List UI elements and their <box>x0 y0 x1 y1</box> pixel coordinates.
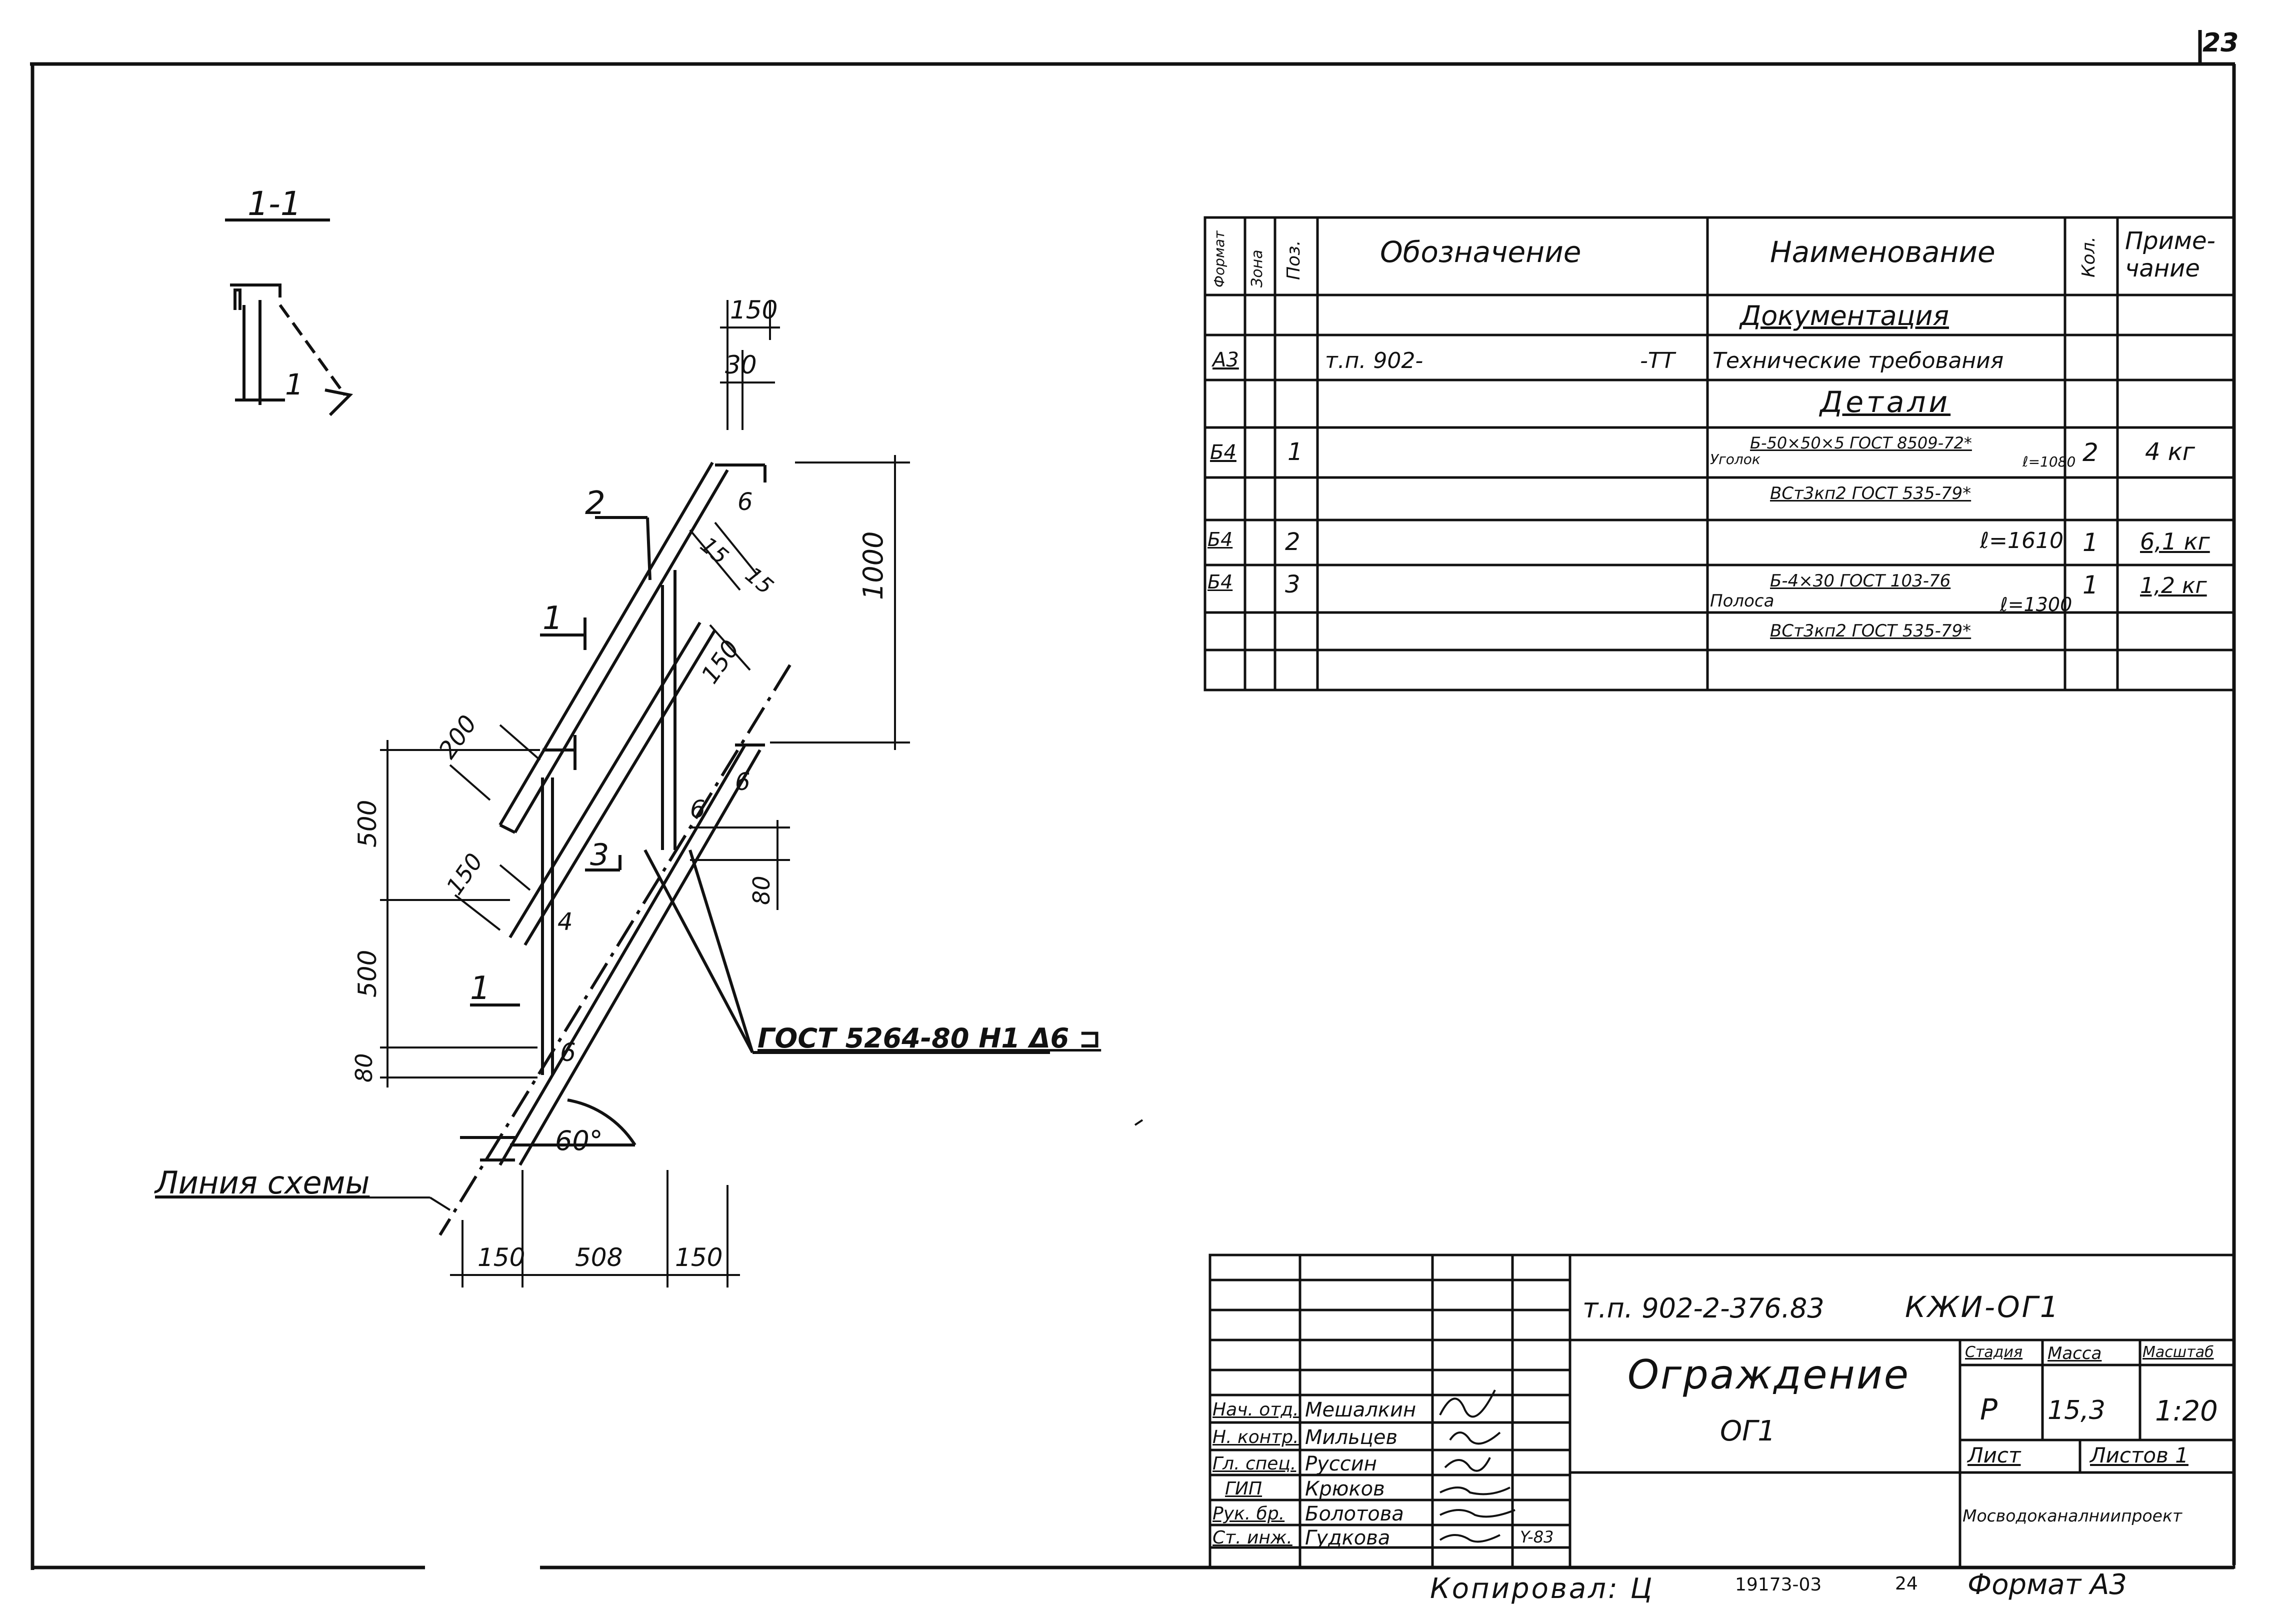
header-note: Приме- чание <box>2125 227 2216 283</box>
staff-name-6: Гудкова <box>1305 1526 1390 1550</box>
page-number: 24 <box>1895 1574 1918 1594</box>
row1-name-c: ℓ=1080 <box>2022 454 2076 470</box>
dim-150-bottom-left: 150 <box>478 1243 526 1272</box>
staff-name-3: Руссин <box>1305 1452 1377 1476</box>
row-a3-name: Технические требования <box>1712 348 2004 374</box>
staff-role-5: Рук. бр. <box>1212 1504 1285 1524</box>
row3-note: 1,2 кг <box>2140 573 2207 598</box>
drawing-title: Ограждение <box>1628 1352 1910 1398</box>
title-block-grid <box>1208 1254 2236 1569</box>
weld-mark-post: 6 <box>690 796 706 824</box>
sheets-label: Листов 1 <box>2090 1443 2188 1468</box>
header-name: Наименование <box>1770 235 1996 269</box>
scheme-line-label: Линия схемы <box>155 1164 370 1201</box>
section-details: Детали <box>1820 385 1951 419</box>
staff-name-5: Болотова <box>1305 1502 1404 1526</box>
row1-name-d: ВСт3кп2 ГОСТ 535-79* <box>1770 484 1972 504</box>
row2-pos: 2 <box>1285 528 1300 556</box>
dim-150-top: 150 <box>730 296 778 324</box>
staff-name-2: Мильцев <box>1305 1426 1398 1449</box>
row3-name-c: ℓ=1300 <box>2000 594 2072 616</box>
position-label-3: 3 <box>590 838 610 872</box>
railing-drawing <box>438 462 1050 1236</box>
row3-name-b: Б-4×30 ГОСТ 103-76 <box>1770 571 1951 591</box>
spec-table-grid <box>1204 216 2236 692</box>
stage-value: Р <box>1980 1392 1998 1426</box>
section-icon <box>225 218 354 416</box>
mass-label: Масса <box>2048 1344 2102 1364</box>
row1-note: 4 кг <box>2145 438 2196 466</box>
row1-qty: 2 <box>2082 438 2098 467</box>
weld-mark-stringer: 6 <box>735 768 750 796</box>
organization: Мосводоканалниипроект <box>1962 1506 2182 1526</box>
section-documentation: Документация <box>1740 300 1949 332</box>
row-a3-format: А3 <box>1212 348 1239 372</box>
staff-name-1: Мешалкин <box>1305 1398 1416 1422</box>
section-label: 1-1 <box>248 184 302 223</box>
staff-role-2: Н. контр. <box>1212 1427 1299 1448</box>
scale-label: Масштаб <box>2142 1344 2214 1361</box>
date-value: Y-83 <box>1520 1528 1554 1546</box>
weld-mark-bottom: 6 <box>560 1038 576 1067</box>
dim-508: 508 <box>575 1243 623 1272</box>
paper-format: Формат А3 <box>1968 1568 2127 1601</box>
position-label-1-top: 1 <box>542 600 563 637</box>
drawing-subtitle: ОГ1 <box>1720 1415 1776 1448</box>
row-a3-designation-suffix: -ТТ <box>1640 348 1675 374</box>
sheet-number: 23 <box>2202 28 2239 58</box>
sheet-label: Лист <box>1968 1443 2021 1468</box>
row3-name-a: Полоса <box>1710 591 1774 611</box>
row-a3-designation: т.п. 902- <box>1325 348 1424 374</box>
row3-pos: 3 <box>1285 570 1300 598</box>
row3-format: Б4 <box>1208 571 1233 593</box>
archive-number: 19173-03 <box>1735 1574 1822 1595</box>
section-icon-mark: 1 <box>285 368 304 402</box>
row2-name: ℓ=1610 <box>1980 528 2064 554</box>
row2-format: Б4 <box>1208 528 1233 550</box>
scale-value: 1:20 <box>2155 1395 2218 1428</box>
row2-note: 6,1 кг <box>2140 528 2210 555</box>
staff-role-1: Нач. отд. <box>1212 1400 1299 1420</box>
row2-qty: 1 <box>2082 528 2098 557</box>
staff-role-3: Гл. спец. <box>1212 1454 1296 1474</box>
mass-value: 15,3 <box>2048 1396 2106 1426</box>
row1-pos: 1 <box>1288 438 1303 466</box>
position-label-1-bottom: 1 <box>470 970 490 1007</box>
angle-label: 60° <box>555 1125 603 1156</box>
row3-qty: 1 <box>2082 570 2098 600</box>
staff-name-4: Крюков <box>1305 1478 1385 1500</box>
weld-note: ГОСТ 5264-80 Н1 Δ6 ⊐ <box>758 1022 1102 1054</box>
header-designation: Обозначение <box>1380 235 1582 269</box>
weld-mark-top: 6 <box>738 488 753 516</box>
staff-role-6: Ст. инж. <box>1212 1528 1292 1548</box>
staff-role-4: ГИП <box>1225 1478 1262 1499</box>
project-code: т.п. 902-2-376.83 <box>1582 1292 1824 1324</box>
row1-name-a: Уголок <box>1710 451 1760 468</box>
position-label-2: 2 <box>585 485 606 522</box>
row3-name-d: ВСт3кп2 ГОСТ 535-79* <box>1770 621 1972 641</box>
row1-format: Б4 <box>1210 441 1236 464</box>
weld-mark-mid: 4 <box>558 908 573 936</box>
stage-label: Стадия <box>1965 1344 2023 1361</box>
doc-code: КЖИ-ОГ1 <box>1905 1290 2060 1324</box>
copied-by: Копировал: Ц <box>1430 1572 1654 1605</box>
dim-150-bottom-right: 150 <box>675 1243 723 1272</box>
dimension-lines <box>155 300 910 1288</box>
row1-name-b: Б-50×50×5 ГОСТ 8509-72* <box>1750 434 1972 452</box>
dim-30: 30 <box>725 350 757 380</box>
